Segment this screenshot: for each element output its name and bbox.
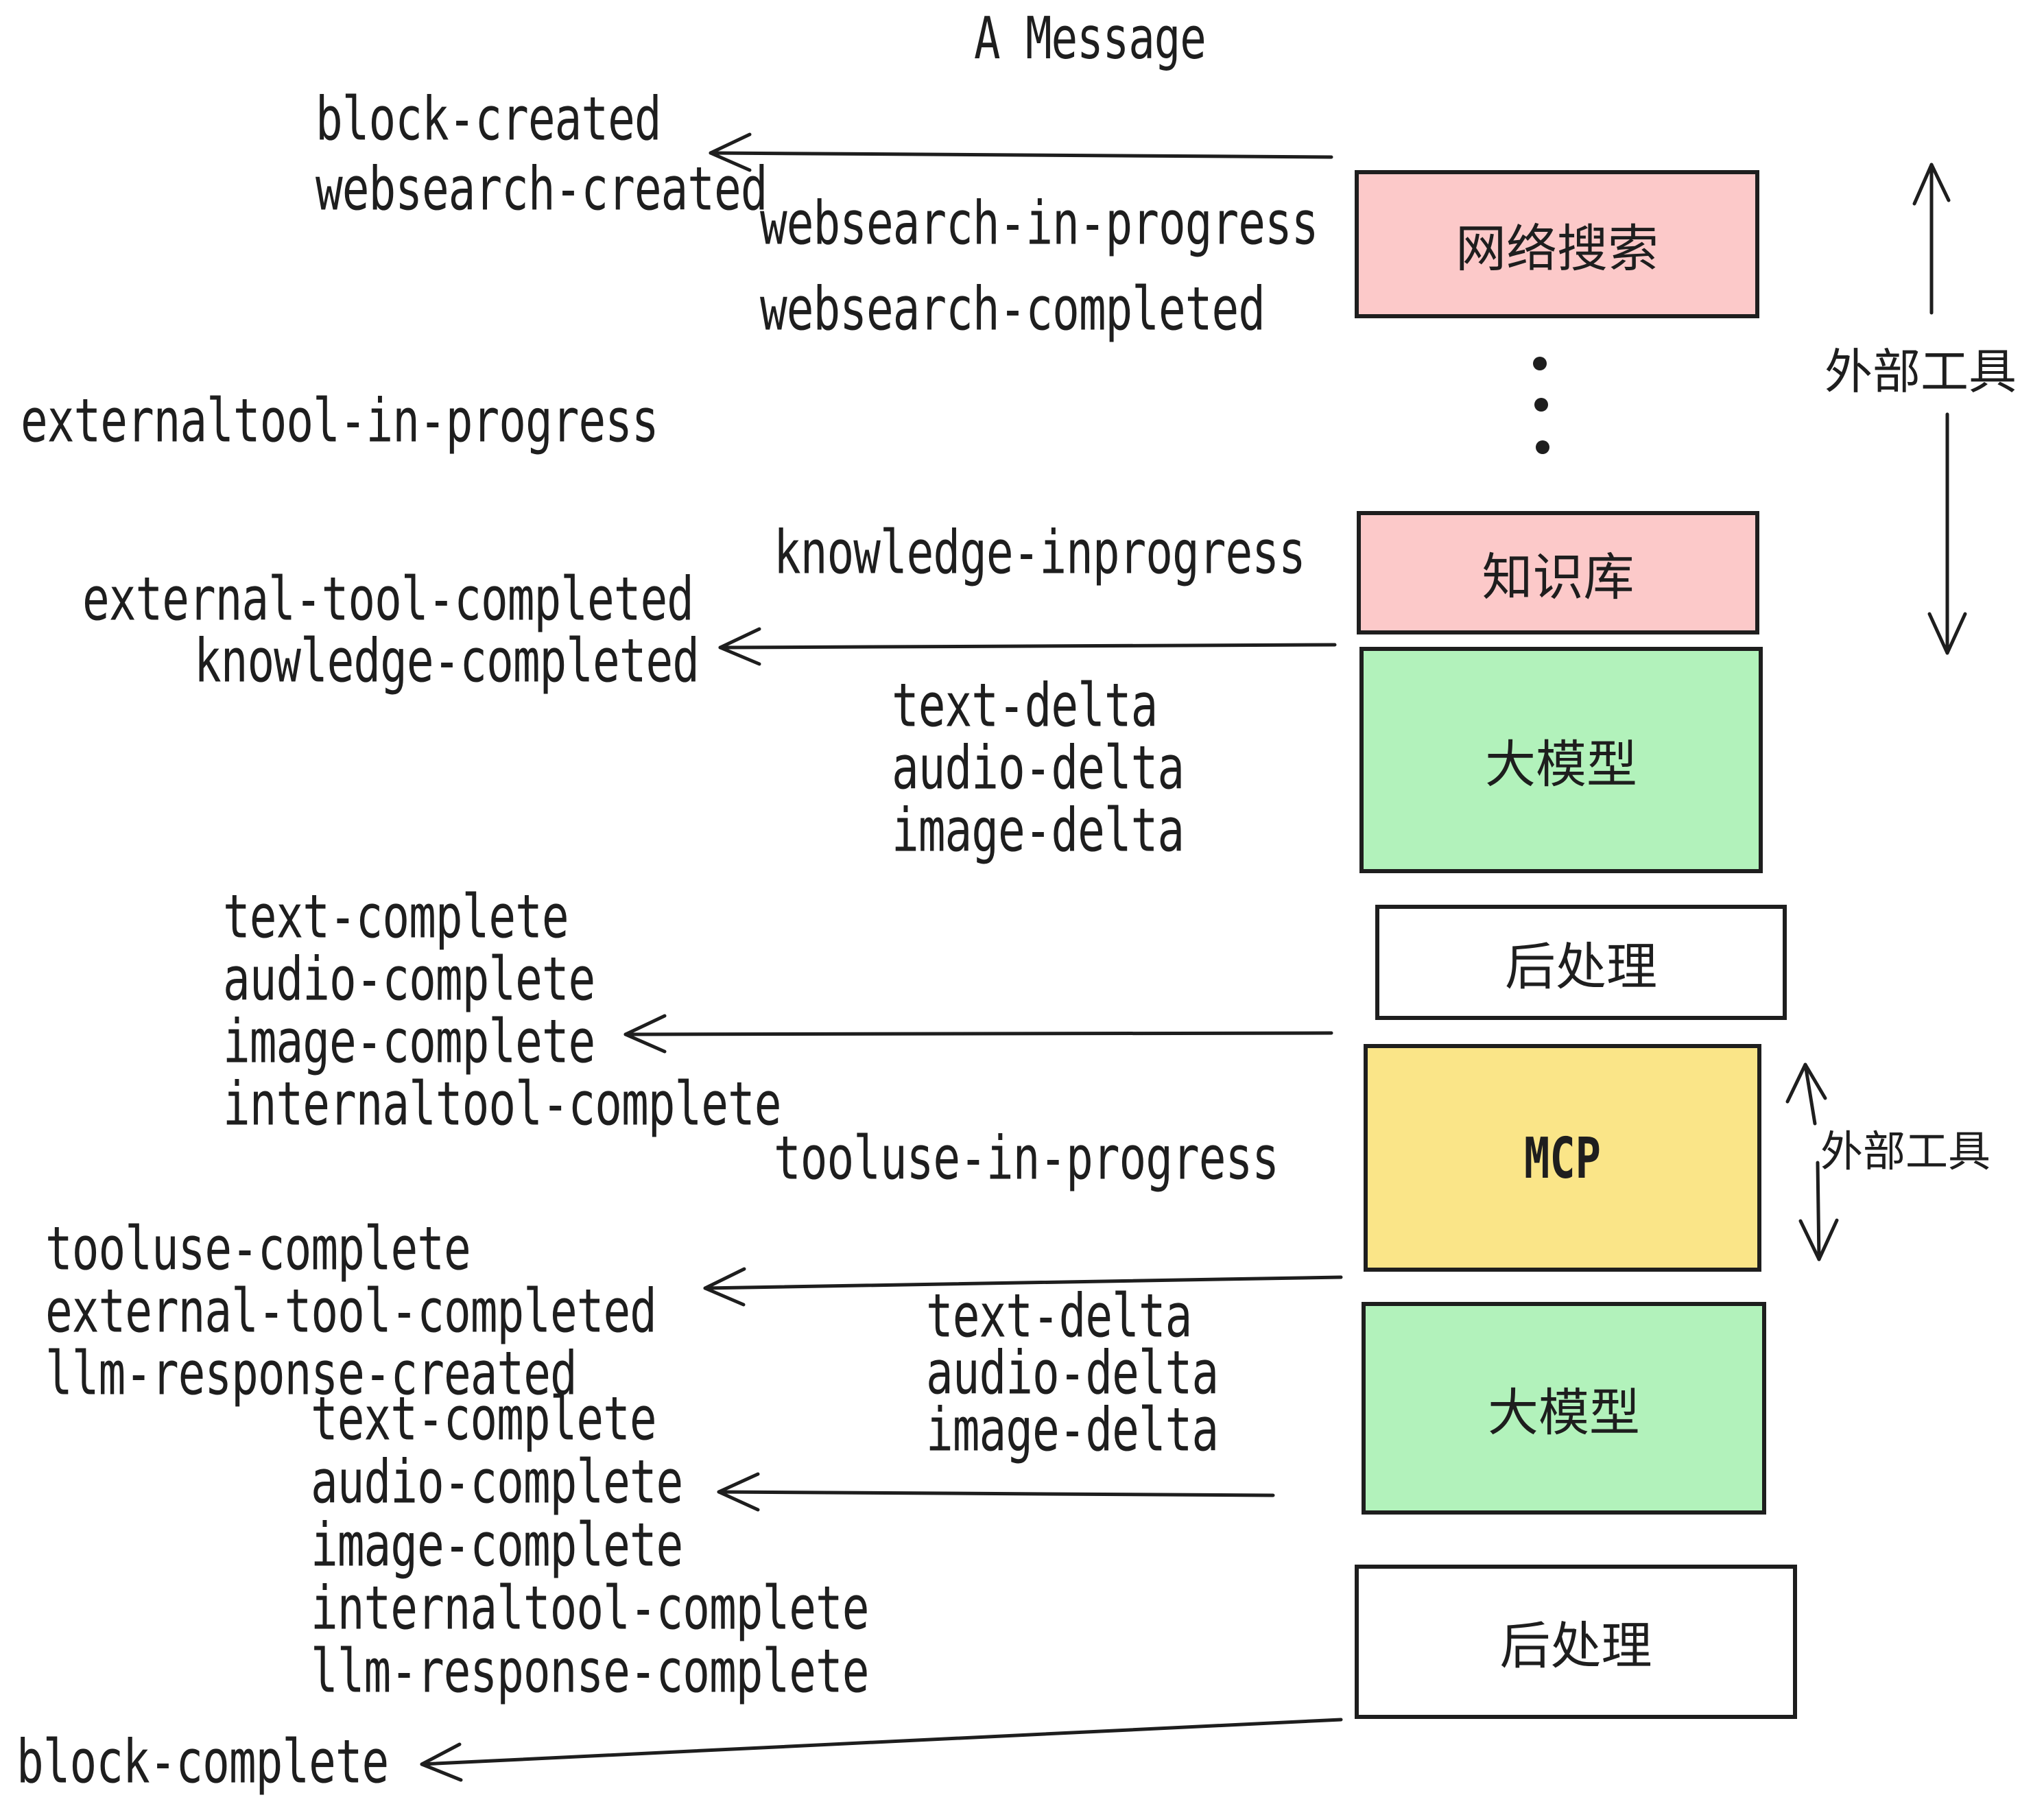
- event-text-complete-1: text-complete: [223, 882, 569, 952]
- event-internaltool-complete-1: internaltool-complete: [223, 1069, 781, 1139]
- knowledge-box: 知识库: [1357, 511, 1759, 634]
- event-externaltool-in-progress: externaltool-in-progress: [21, 386, 659, 456]
- event-text-delta-1: text-delta: [892, 671, 1158, 741]
- event-knowledge-completed: knowledge-completed: [194, 626, 700, 696]
- event-image-delta-1: image-delta: [892, 796, 1185, 866]
- event-audio-delta-1: audio-delta: [892, 733, 1185, 803]
- external-tools-up-arrow-1-icon: [1912, 163, 1951, 315]
- postprocess-box-2-label: 后处理: [1499, 1617, 1652, 1674]
- postprocess-box-2: 后处理: [1355, 1565, 1797, 1719]
- postprocess-box-1: 后处理: [1375, 905, 1787, 1020]
- event-llm-response-complete: llm-response-complete: [311, 1637, 869, 1707]
- event-tooluse-in-progress: tooluse-in-progress: [774, 1124, 1279, 1194]
- llm-box-1: 大模型: [1359, 647, 1763, 873]
- event-external-tool-completed-2: external-tool-completed: [45, 1277, 657, 1346]
- external-tools-down-arrow-1-icon: [1927, 412, 1967, 655]
- event-knowledge-inprogress: knowledge-inprogress: [774, 518, 1306, 588]
- mcp-box-label: MCP: [1524, 1124, 1601, 1191]
- event-llm-response-created: llm-response-created: [45, 1339, 578, 1409]
- event-websearch-in-progress: websearch-in-progress: [760, 189, 1318, 259]
- event-websearch-created: websearch-created: [316, 154, 768, 224]
- event-external-tool-completed-1: external-tool-completed: [82, 565, 694, 634]
- event-text-complete-2: text-complete: [311, 1384, 657, 1454]
- arrow-to-block-created-icon: [709, 132, 1333, 172]
- event-image-delta-2: image-delta: [926, 1395, 1219, 1465]
- llm-box-2: 大模型: [1362, 1302, 1766, 1515]
- vertical-ellipsis-icon: [1533, 357, 1549, 454]
- llm-box-2-label: 大模型: [1488, 1384, 1640, 1441]
- event-audio-delta-2: audio-delta: [926, 1338, 1219, 1408]
- websearch-box-label: 网络搜索: [1455, 219, 1659, 277]
- knowledge-box-label: 知识库: [1482, 548, 1635, 606]
- external-tools-label-1: 外部工具: [1825, 345, 2017, 399]
- event-tooluse-complete: tooluse-complete: [45, 1214, 471, 1284]
- mcp-box: MCP: [1364, 1044, 1761, 1272]
- arrow-to-audio-complete-icon: [717, 1472, 1275, 1512]
- event-image-complete-1: image-complete: [223, 1007, 595, 1077]
- event-block-created: block-created: [316, 84, 662, 154]
- arrow-to-block-complete-icon: [420, 1718, 1343, 1782]
- event-image-complete-2: image-complete: [311, 1510, 683, 1580]
- external-tools-up-arrow-2-icon: [1785, 1063, 1827, 1126]
- arrow-to-image-complete-icon: [623, 1014, 1333, 1054]
- event-audio-complete-1: audio-complete: [223, 945, 595, 1014]
- event-audio-complete-2: audio-complete: [311, 1447, 683, 1517]
- event-internaltool-complete-2: internaltool-complete: [311, 1574, 869, 1643]
- arrow-to-knowledge-completed-icon: [718, 627, 1337, 666]
- websearch-box: 网络搜索: [1355, 170, 1759, 318]
- event-websearch-completed: websearch-completed: [760, 274, 1265, 344]
- external-tools-label-2: 外部工具: [1820, 1128, 1991, 1176]
- postprocess-box-1-label: 后处理: [1505, 938, 1657, 995]
- event-block-complete: block-complete: [16, 1727, 389, 1797]
- diagram-title: A Message: [974, 5, 1207, 73]
- event-text-delta-2: text-delta: [926, 1281, 1192, 1351]
- llm-box-1-label: 大模型: [1485, 735, 1637, 793]
